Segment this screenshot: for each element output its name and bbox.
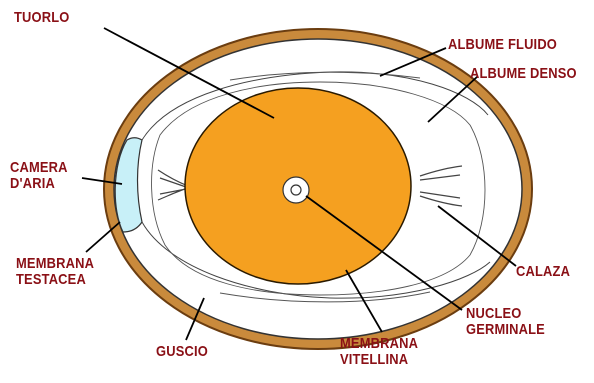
label-albume-denso: ALBUME DENSO bbox=[470, 66, 577, 82]
label-albume-fluido: ALBUME FLUIDO bbox=[448, 37, 557, 53]
label-camera-d-aria: CAMERA D'ARIA bbox=[10, 160, 68, 192]
label-guscio-text: GUSCIO bbox=[156, 344, 208, 360]
label-tuorlo-text: TUORLO bbox=[14, 10, 69, 26]
label-membrana-vitellina: MEMBRANA VITELLINA bbox=[340, 336, 418, 368]
label-guscio: GUSCIO bbox=[156, 344, 208, 360]
label-membrana-testacea: MEMBRANA TESTACEA bbox=[16, 256, 94, 288]
label-camera-line1: CAMERA bbox=[10, 160, 68, 176]
label-membrana-testacea-line1: MEMBRANA bbox=[16, 256, 94, 272]
label-tuorlo: TUORLO bbox=[14, 10, 69, 26]
germinal-nucleus-inner bbox=[291, 185, 301, 195]
label-membrana-vitellina-line1: MEMBRANA bbox=[340, 336, 418, 352]
label-calaza-text: CALAZA bbox=[516, 264, 570, 280]
label-albume-denso-text: ALBUME DENSO bbox=[470, 66, 577, 82]
label-membrana-testacea-line2: TESTACEA bbox=[16, 272, 94, 288]
label-nucleo-germinale: NUCLEO GERMINALE bbox=[466, 306, 545, 338]
label-calaza: CALAZA bbox=[516, 264, 570, 280]
label-nucleo-line1: NUCLEO bbox=[466, 306, 545, 322]
label-membrana-vitellina-line2: VITELLINA bbox=[340, 352, 418, 368]
label-nucleo-line2: GERMINALE bbox=[466, 322, 545, 338]
label-camera-line2: D'ARIA bbox=[10, 176, 68, 192]
label-albume-fluido-text: ALBUME FLUIDO bbox=[448, 37, 557, 53]
